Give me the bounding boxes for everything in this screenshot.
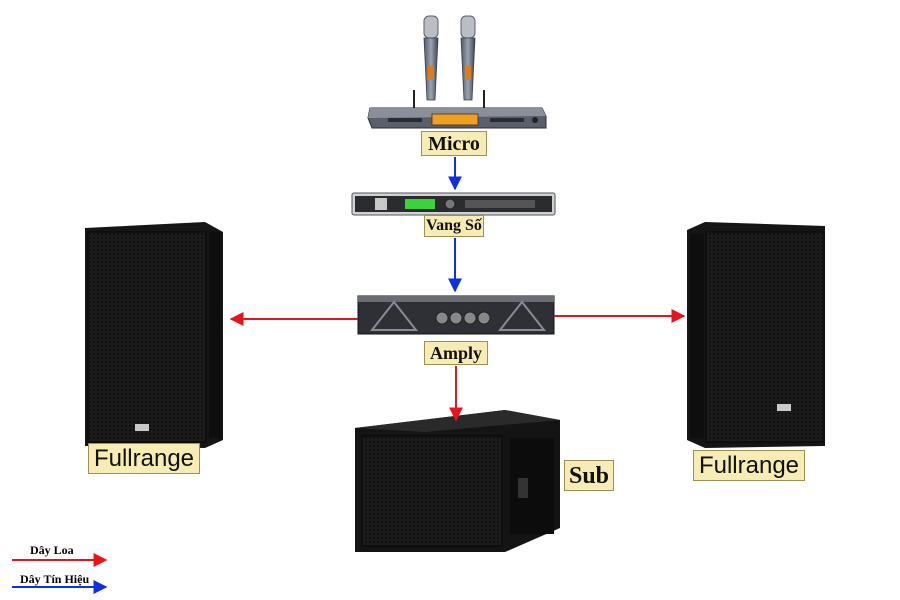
fullrange-right-label: Fullrange [693,450,805,481]
microphone-right [460,15,485,108]
fullrange-left-label: Fullrange [88,443,200,474]
amply-power-amplifier [357,295,555,335]
microphone-left [413,15,439,108]
micro-receiver [367,107,547,129]
micro-label: Micro [421,131,487,156]
fullrange-speaker-left [85,222,223,448]
sub-label: Sub [564,460,614,491]
subwoofer [355,410,560,552]
legend-signal-wire-label: Dây Tín Hiệu [20,572,90,586]
amply-label: Amply [424,341,488,365]
legend-speaker-wire-label: Dây Loa [30,543,74,557]
fullrange-speaker-right [687,222,825,448]
vang-so-processor [351,192,556,216]
vang-so-label: Vang Số [424,215,484,237]
